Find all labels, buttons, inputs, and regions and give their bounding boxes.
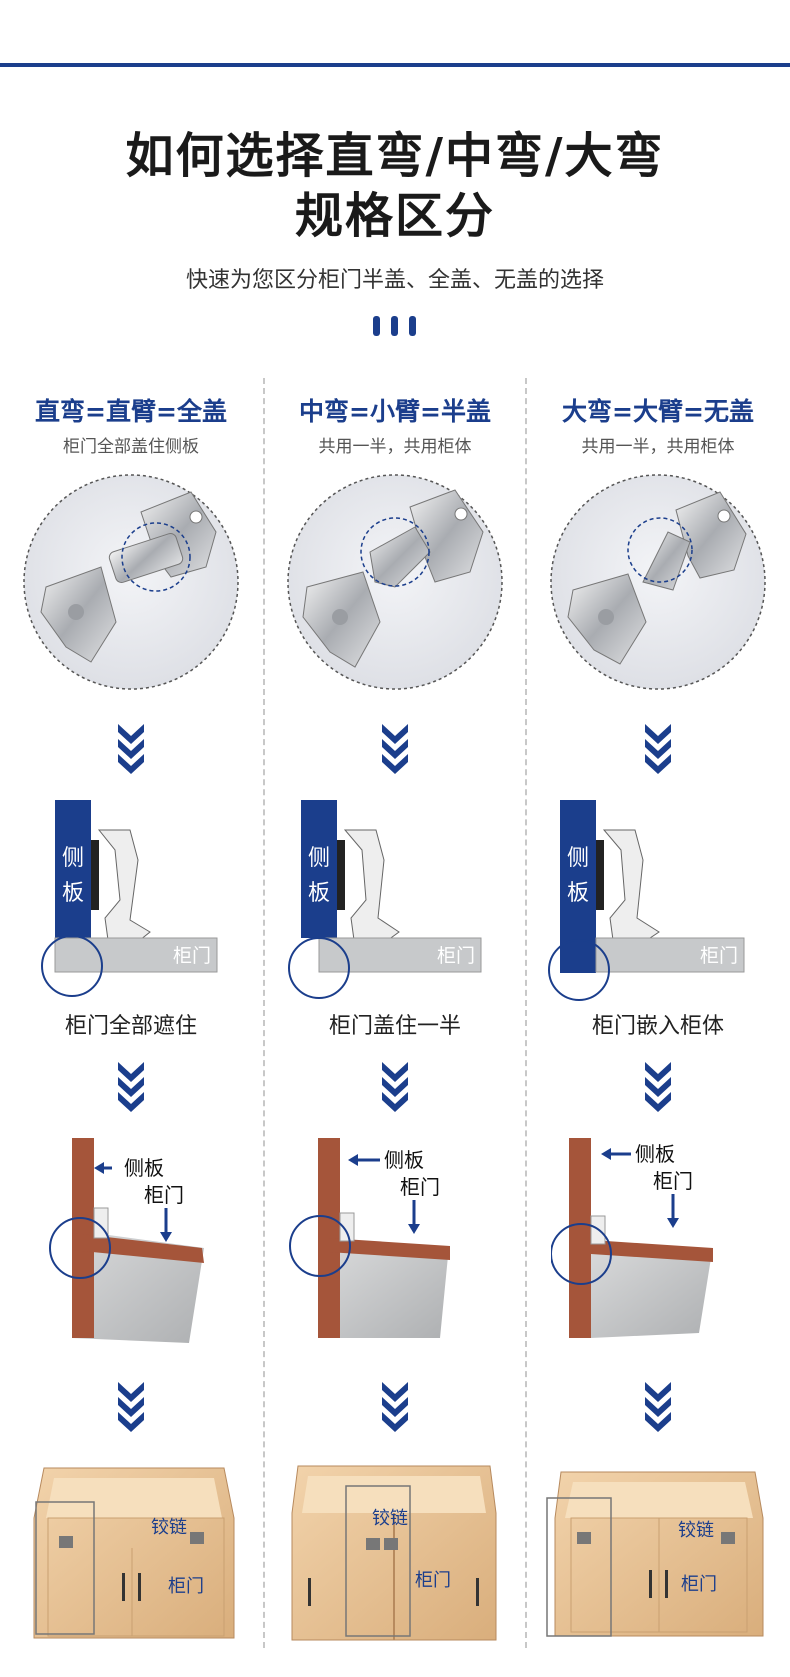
door-label: 柜门 bbox=[173, 945, 211, 967]
column-heading: 大弯=大臂=无盖 bbox=[562, 397, 754, 426]
page-title-line1: 如何选择直弯/中弯/大弯 bbox=[125, 128, 665, 184]
down-arrow-icon bbox=[382, 1382, 408, 1432]
column-heading: 中弯=小臂=半盖 bbox=[299, 397, 491, 426]
column-separator bbox=[525, 378, 527, 1648]
door-label: 柜门 bbox=[437, 945, 475, 967]
page-title-line2: 规格区分 bbox=[294, 188, 495, 244]
hinge-photo bbox=[550, 474, 766, 690]
door-label: 柜门 bbox=[700, 945, 738, 967]
hinge-label: 铰链 bbox=[151, 1517, 187, 1538]
side-panel-label-1: 侧 bbox=[62, 846, 84, 871]
diagram-caption: 柜门盖住一半 bbox=[328, 1014, 461, 1039]
down-arrow-icon bbox=[645, 1382, 671, 1432]
section-diagram: 侧 板 柜门 bbox=[41, 800, 218, 997]
hinge-photo bbox=[23, 474, 239, 690]
side-panel-label: 侧板 bbox=[124, 1156, 164, 1180]
hinge-label: 铰链 bbox=[372, 1508, 408, 1529]
top-accent-bar bbox=[0, 63, 790, 67]
cabinet-photo: 铰链 柜门 bbox=[546, 1471, 764, 1637]
down-arrow-icon bbox=[118, 1382, 144, 1432]
down-arrow-icon bbox=[118, 1062, 144, 1112]
down-arrow-icon bbox=[645, 1062, 671, 1112]
door-label: 柜门 bbox=[681, 1574, 717, 1595]
side-panel-label-2: 板 bbox=[308, 881, 330, 906]
down-arrow-icon bbox=[382, 1062, 408, 1112]
cabinet-photo: 铰链 柜门 bbox=[291, 1465, 497, 1641]
column-separator bbox=[263, 378, 265, 1648]
column-inset: 大弯=大臂=无盖 共用一半，共用柜体 侧 板 柜门 柜门嵌入柜体 侧板 柜门 bbox=[527, 0, 789, 1677]
side-panel-label-2: 板 bbox=[62, 881, 84, 906]
door-label: 柜门 bbox=[168, 1576, 204, 1597]
column-description: 柜门全部盖住侧板 bbox=[63, 437, 199, 457]
column-description: 共用一半，共用柜体 bbox=[581, 437, 735, 457]
door-label: 柜门 bbox=[400, 1175, 440, 1199]
column-full-overlay: 直弯=直臂=全盖 柜门全部盖住侧板 侧 板 柜门 柜门全部遮住 侧板 柜门 bbox=[0, 0, 262, 1677]
cabinet-photo: 铰链 柜门 bbox=[33, 1467, 235, 1639]
side-panel-label: 侧板 bbox=[635, 1142, 675, 1166]
side-panel-label-2: 板 bbox=[567, 881, 589, 906]
section-diagram: 侧 板 柜门 bbox=[548, 800, 745, 1001]
installation-photo: 侧板 柜门 bbox=[49, 1138, 204, 1343]
hinge-photo bbox=[287, 474, 503, 690]
column-heading: 直弯=直臂=全盖 bbox=[35, 397, 227, 426]
diagram-caption: 柜门全部遮住 bbox=[64, 1014, 197, 1039]
hinge-label: 铰链 bbox=[678, 1520, 714, 1541]
door-label: 柜门 bbox=[653, 1169, 693, 1193]
down-arrow-icon bbox=[382, 724, 408, 774]
column-half-overlay: 中弯=小臂=半盖 共用一半，共用柜体 侧 板 柜门 柜门盖住一半 侧板 柜门 bbox=[264, 0, 526, 1677]
page-subtitle: 快速为您区分柜门半盖、全盖、无盖的选择 bbox=[185, 268, 604, 293]
column-description: 共用一半，共用柜体 bbox=[318, 437, 472, 457]
side-panel-label-1: 侧 bbox=[308, 846, 330, 871]
down-arrow-icon bbox=[645, 724, 671, 774]
section-diagram: 侧 板 柜门 bbox=[288, 800, 482, 999]
door-label: 柜门 bbox=[144, 1183, 184, 1207]
side-panel-label-1: 侧 bbox=[567, 846, 589, 871]
door-label: 柜门 bbox=[415, 1570, 451, 1591]
down-arrow-icon bbox=[118, 724, 144, 774]
diagram-caption: 柜门嵌入柜体 bbox=[591, 1014, 724, 1039]
installation-photo: 侧板 柜门 bbox=[289, 1138, 450, 1338]
decorative-bars bbox=[373, 316, 417, 336]
installation-photo: 侧板 柜门 bbox=[551, 1138, 713, 1338]
side-panel-label: 侧板 bbox=[384, 1148, 424, 1172]
